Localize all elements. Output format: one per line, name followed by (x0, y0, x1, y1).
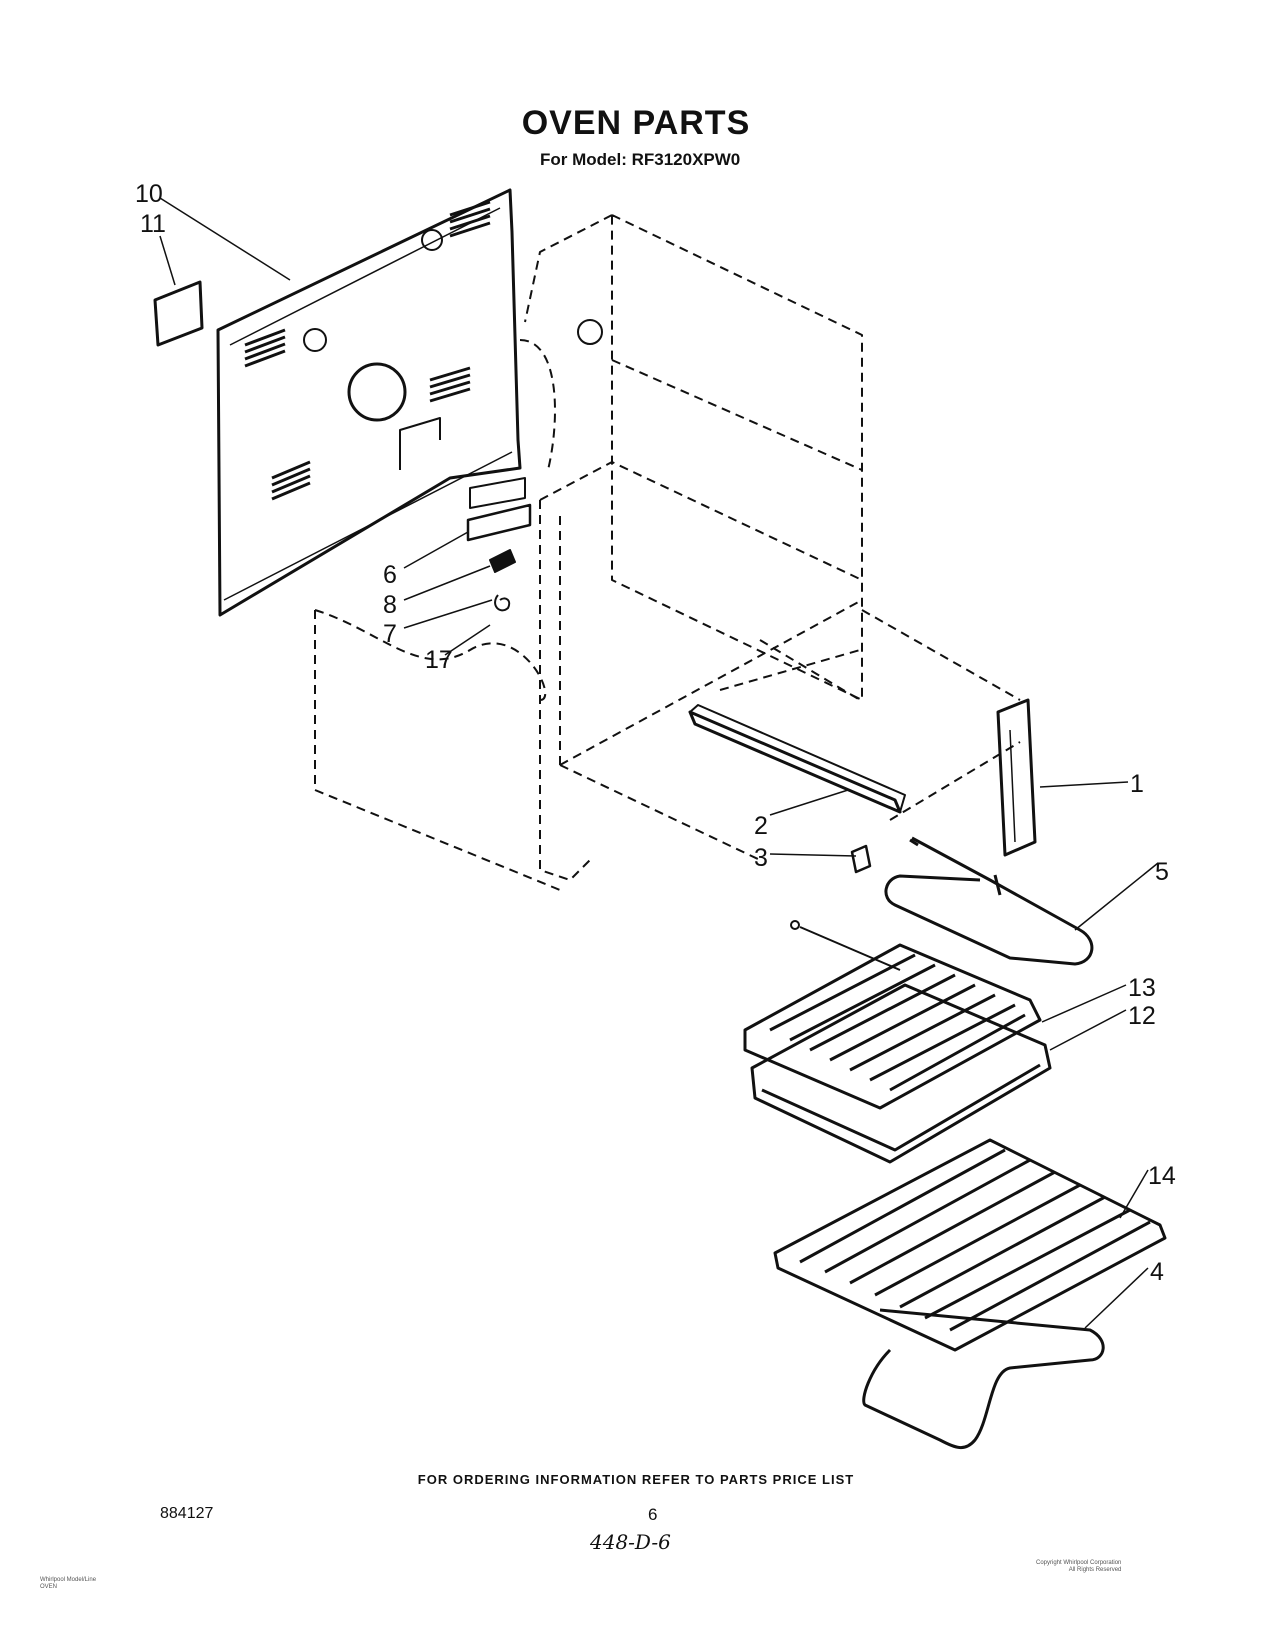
callout-4: 4 (1150, 1258, 1164, 1286)
model-subtitle: For Model: RF3120XPW0 (540, 150, 741, 169)
fine-print-right: Copyright Whirlpool Corporation All Righ… (1036, 1560, 1122, 1573)
broil-element-part-5 (884, 836, 1094, 966)
callout-12: 12 (1128, 1002, 1156, 1030)
clip-part-8 (489, 549, 516, 573)
oven-cavity-outline (314, 214, 1021, 891)
callout-17: 17 (425, 646, 453, 674)
callout-5: 5 (1155, 858, 1169, 886)
clip-part-7 (494, 594, 511, 612)
clip-part-3 (850, 844, 872, 874)
callout-1: 1 (1130, 770, 1144, 798)
oven-back-panel (216, 188, 522, 617)
callout-10: 10 (135, 180, 163, 208)
fine-print-left: Whirlpool Model/Line OVEN (40, 1577, 97, 1590)
oven-rack-part-14 (773, 1138, 1167, 1352)
page-title: OVEN PARTS (521, 104, 751, 142)
bake-element-part-4 (862, 1308, 1105, 1449)
page-number: 6 (648, 1505, 658, 1524)
callout-14: 14 (1148, 1162, 1176, 1190)
callout-7: 7 (383, 620, 397, 648)
element-cover-part-1 (996, 698, 1037, 857)
broiler-pan-part-12 (750, 983, 1052, 1164)
ordering-note: FOR ORDERING INFORMATION REFER TO PARTS … (417, 1472, 855, 1487)
callout-2: 2 (754, 812, 768, 840)
broiler-pan-grid-part-13 (743, 943, 1042, 1110)
handwritten-code: 448-D-6 (590, 1530, 671, 1554)
callout-8: 8 (383, 591, 397, 619)
document-number: 884127 (160, 1505, 214, 1522)
small-cover-plate (153, 280, 204, 347)
callout-3: 3 (754, 844, 768, 872)
callout-6: 6 (383, 561, 397, 589)
callout-11: 11 (140, 210, 166, 238)
callout-13: 13 (1128, 974, 1156, 1002)
bracket-part-6 (466, 503, 532, 542)
broiler-rail-part-2 (688, 710, 902, 814)
